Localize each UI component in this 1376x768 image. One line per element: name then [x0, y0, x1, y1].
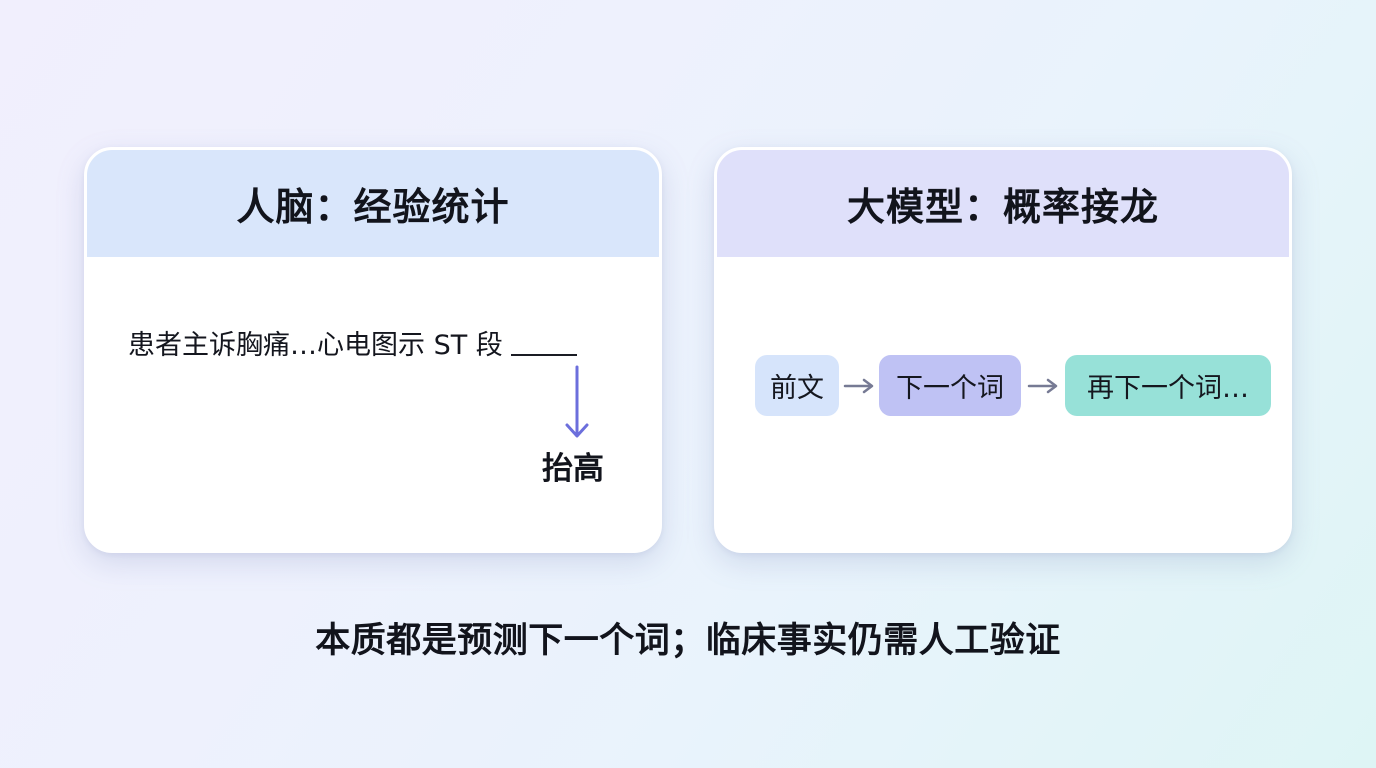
predicted-answer: 抬高	[542, 451, 604, 487]
llm-card-body: 前文 下一个词 再下一个词…	[717, 257, 1289, 550]
token-chain: 前文 下一个词 再下一个词…	[755, 355, 1271, 416]
llm-card-title: 大模型：概率接龙	[717, 150, 1289, 257]
arrow-right-icon	[1027, 378, 1058, 393]
clinical-prompt-text: 患者主诉胸痛…心电图示 ST 段	[128, 330, 503, 361]
human-brain-card: 人脑：经验统计 患者主诉胸痛…心电图示 ST 段 抬高	[84, 147, 662, 553]
llm-card: 大模型：概率接龙 前文 下一个词 再下一个词…	[714, 147, 1292, 553]
fill-in-blank-underline	[510, 354, 577, 356]
token-chip-following-word: 再下一个词…	[1065, 355, 1271, 416]
human-brain-card-body: 患者主诉胸痛…心电图示 ST 段 抬高	[87, 257, 659, 550]
token-chip-context: 前文	[755, 355, 839, 416]
clinical-prompt: 患者主诉胸痛…心电图示 ST 段	[128, 323, 577, 362]
token-chip-next-word: 下一个词	[879, 355, 1021, 416]
arrow-right-icon	[843, 378, 874, 393]
human-brain-card-title: 人脑：经验统计	[87, 150, 659, 257]
arrow-down-icon	[565, 365, 589, 438]
summary-caption: 本质都是预测下一个词；临床事实仍需人工验证	[315, 621, 1061, 661]
